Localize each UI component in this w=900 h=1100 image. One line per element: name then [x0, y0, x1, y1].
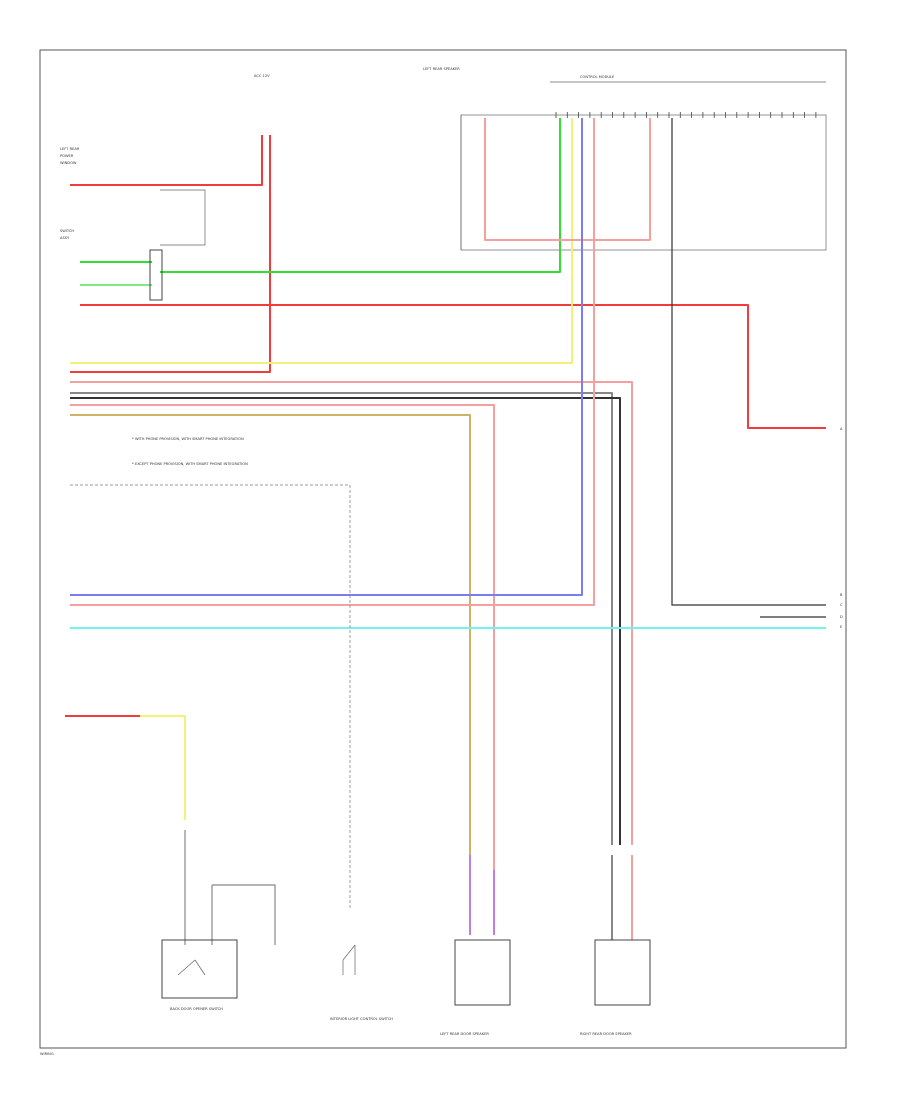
notes: * WITH PHONE PROVISION, WITH SMART PHONE…	[132, 437, 248, 466]
side-label: E	[840, 625, 843, 629]
wire-red-module	[484, 118, 651, 241]
wire-blue	[70, 118, 583, 596]
svg-text:LEFT REAR: LEFT REAR	[60, 147, 80, 151]
wire-red-b	[70, 404, 495, 905]
module-title: CONTROL MODULE	[580, 75, 615, 79]
wire-pink-b	[70, 118, 595, 606]
wire-yellow-lower	[140, 715, 186, 820]
control-module-housing: CONTROL MODULE LEFT REAR SPEAKER ACC 12V	[254, 67, 827, 251]
wire-gray-lower-b	[212, 884, 276, 945]
speaker-connector-label: LEFT REAR SPEAKER	[423, 67, 460, 71]
note-2: * EXCEPT PHONE PROVISION, WITH SMART PHO…	[132, 462, 248, 466]
side-label: A	[840, 427, 843, 431]
wire-olive	[70, 414, 471, 905]
side-labels: A B C D E	[840, 427, 843, 629]
side-label: B	[840, 593, 843, 597]
right-speaker-label: RIGHT REAR DOOR SPEAKER	[580, 1032, 632, 1036]
svg-text:WINDOW: WINDOW	[60, 161, 77, 165]
wire-pink-a	[70, 381, 633, 845]
svg-text:ASSY: ASSY	[60, 236, 70, 240]
power-label: ACC 12V	[254, 74, 270, 78]
right-rear-speaker: RIGHT REAR DOOR SPEAKER	[580, 939, 651, 1036]
side-label: C	[840, 603, 843, 607]
footer-code: WIRING	[40, 1052, 54, 1056]
wire-gray-a	[70, 392, 613, 845]
wire-green	[80, 118, 561, 273]
back-door-switch: BACK DOOR OPENER SWITCH	[161, 939, 238, 1011]
wire-black	[671, 118, 826, 606]
side-label: D	[840, 615, 843, 619]
back-door-switch-label: BACK DOOR OPENER SWITCH	[170, 1007, 223, 1011]
left-switch-group: LEFT REAR POWER WINDOW SWITCH ASSY	[60, 147, 206, 301]
wire-dashed	[70, 484, 351, 910]
svg-text:SWITCH: SWITCH	[60, 229, 74, 233]
left-rear-speaker: LEFT REAR DOOR SPEAKER	[440, 939, 511, 1036]
interior-light-switch: INTERIOR LIGHT CONTROL SWITCH	[330, 944, 393, 1021]
module-pin-row	[555, 112, 817, 118]
note-1: * WITH PHONE PROVISION, WITH SMART PHONE…	[132, 437, 244, 441]
left-speaker-label: LEFT REAR DOOR SPEAKER	[440, 1032, 489, 1036]
wire-dark-a	[70, 397, 621, 845]
diagram-frame	[39, 49, 847, 1049]
interior-switch-label: INTERIOR LIGHT CONTROL SWITCH	[330, 1017, 393, 1021]
wire-yellow	[70, 118, 573, 364]
svg-text:POWER: POWER	[60, 154, 74, 158]
wire-red-main	[80, 304, 826, 429]
wire-red-a	[70, 135, 271, 373]
